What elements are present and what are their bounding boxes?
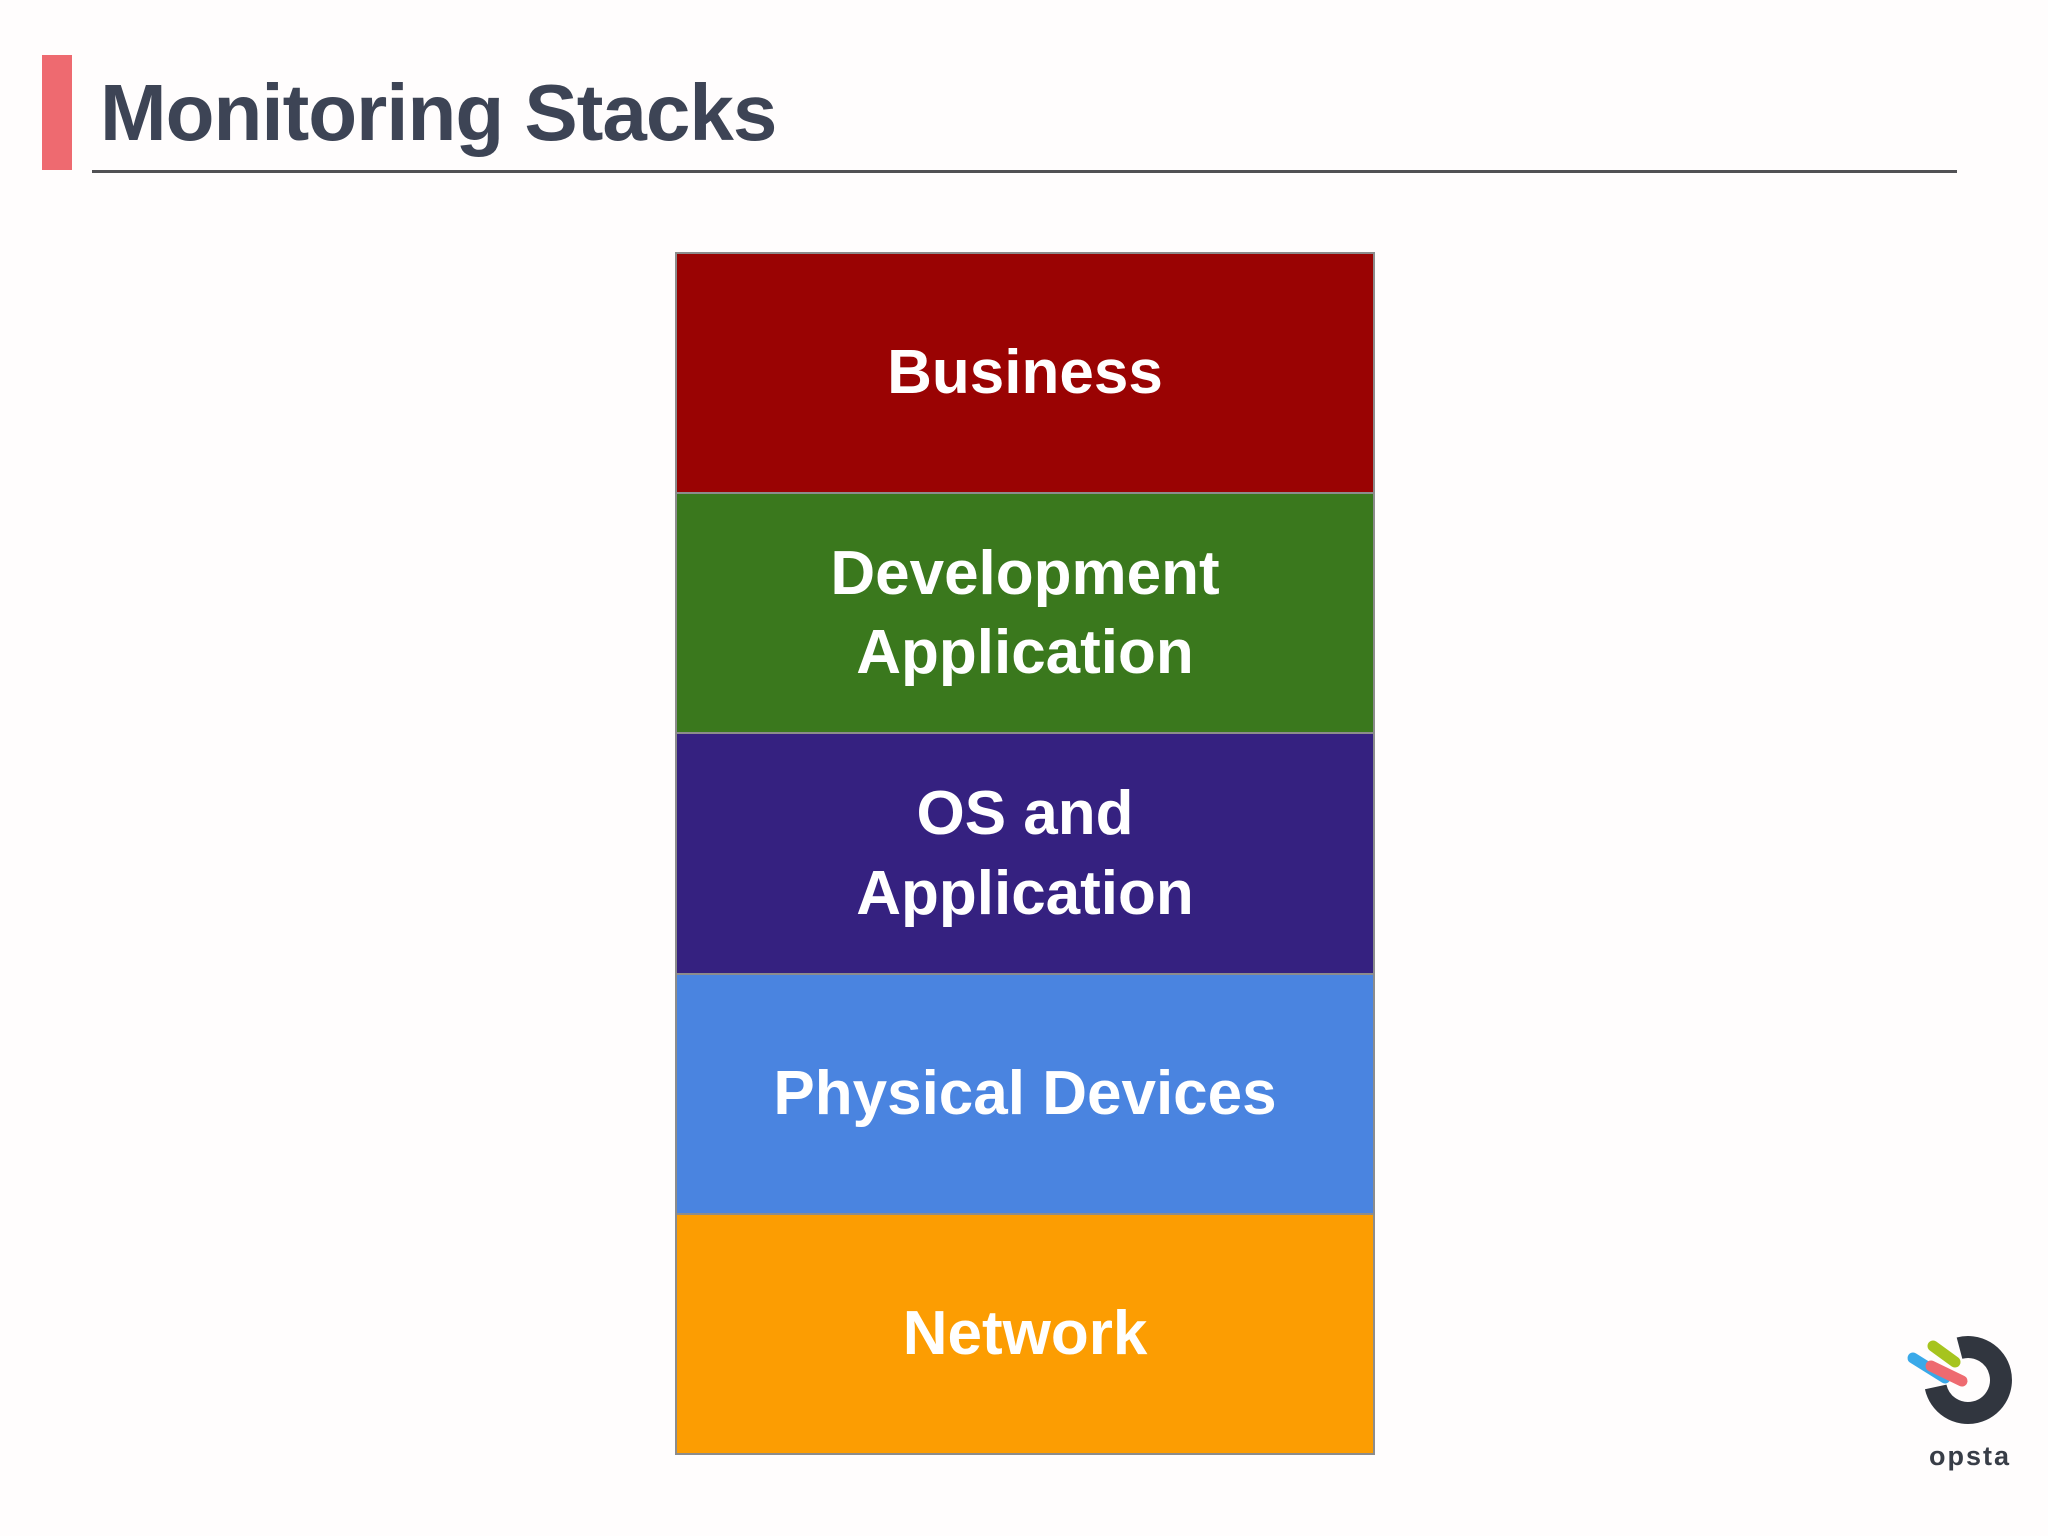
opsta-logo-mark [1907, 1336, 2012, 1424]
opsta-stripe-green-icon [1927, 1340, 1961, 1368]
page-title: Monitoring Stacks [100, 67, 777, 157]
stack-layer-label: Network [902, 1299, 1148, 1369]
opsta-logo: opsta [1890, 1316, 2048, 1472]
stack-layer-business: Business [675, 252, 1375, 495]
stack-layer-os-and-application: OS and Application [675, 732, 1375, 975]
monitoring-stack: Business Development Application OS and … [675, 252, 1375, 1456]
opsta-logo-text: opsta [1928, 1441, 2011, 1471]
title-underline [92, 170, 1957, 173]
stack-layer-label: Business [887, 338, 1163, 408]
stack-layer-label: OS and Application [856, 779, 1194, 928]
stack-layer-physical-devices: Physical Devices [675, 972, 1375, 1215]
stack-layer-network: Network [675, 1212, 1375, 1456]
stack-layer-label: Physical Devices [773, 1059, 1277, 1129]
title-accent-bar [42, 55, 72, 170]
stack-layer-label: Development Application [830, 538, 1220, 688]
stack-layer-development-application: Development Application [675, 492, 1375, 735]
opsta-stripe-red-icon [1925, 1360, 1968, 1387]
opsta-ring-icon [1924, 1336, 2012, 1424]
